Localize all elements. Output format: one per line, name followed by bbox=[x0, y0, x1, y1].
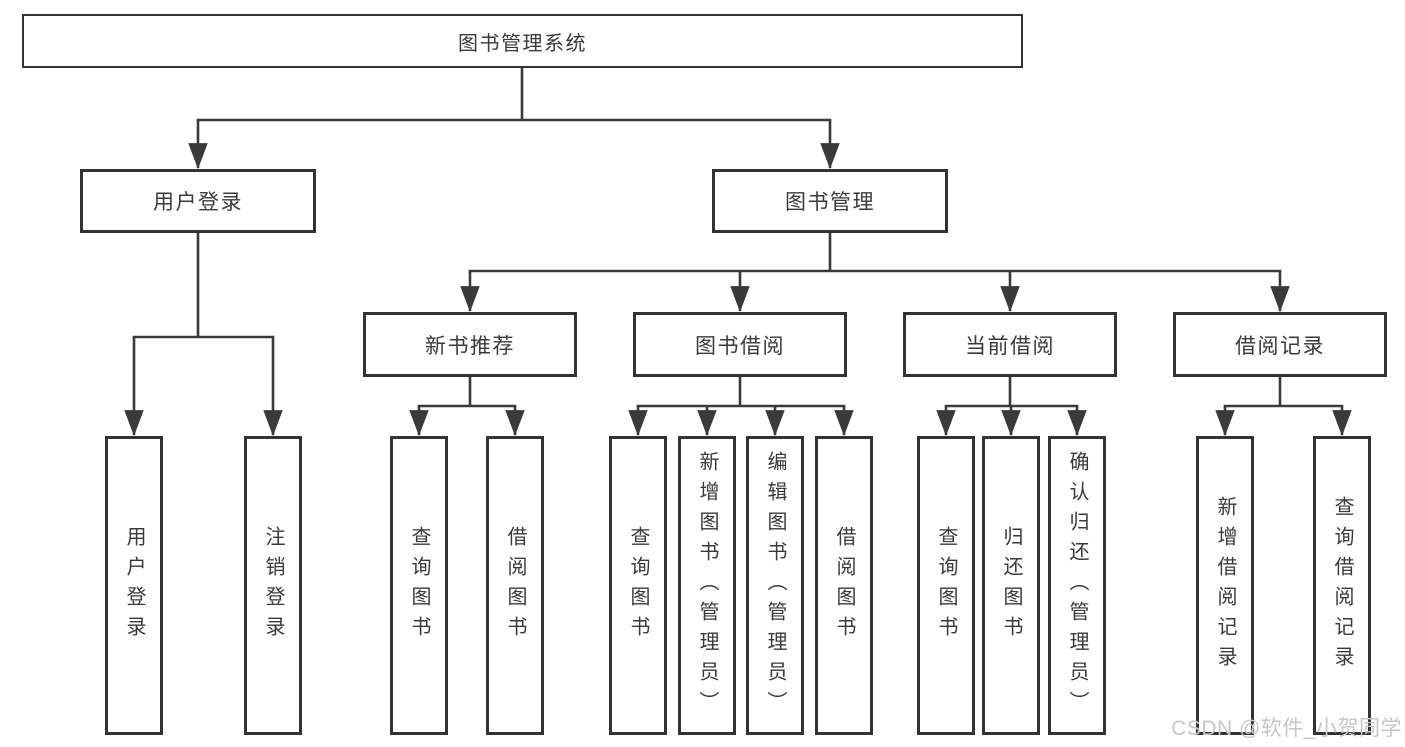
leaf-logout-label: 注销登录 bbox=[262, 525, 284, 646]
leaf-logout: 注销登录 bbox=[244, 436, 302, 735]
leaf-edit-book-admin-label: 编辑图书（管理员） bbox=[764, 450, 786, 721]
leaf-borrow-books-borrowing-label: 借阅图书 bbox=[833, 525, 855, 646]
node-root: 图书管理系统 bbox=[22, 14, 1023, 68]
watermark-text: CSDN @软件_小贺同学 bbox=[1171, 717, 1402, 740]
leaf-query-books-borrowing-label: 查询图书 bbox=[627, 525, 649, 646]
node-book-borrowing: 图书借阅 bbox=[633, 312, 847, 377]
leaf-add-borrow-record-label: 新增借阅记录 bbox=[1214, 495, 1236, 676]
leaf-borrow-books-borrowing: 借阅图书 bbox=[815, 436, 873, 735]
leaf-return-books: 归还图书 bbox=[982, 436, 1040, 735]
leaf-query-books-current-label: 查询图书 bbox=[935, 525, 957, 646]
leaf-user-login: 用户登录 bbox=[105, 436, 163, 735]
node-book-management: 图书管理 bbox=[712, 169, 948, 233]
leaf-return-books-label: 归还图书 bbox=[1000, 525, 1022, 646]
node-current-borrowing: 当前借阅 bbox=[903, 312, 1117, 377]
leaf-add-borrow-record: 新增借阅记录 bbox=[1196, 436, 1254, 735]
leaf-confirm-return-admin: 确认归还（管理员） bbox=[1048, 436, 1106, 735]
leaf-user-login-label: 用户登录 bbox=[123, 525, 145, 646]
node-new-book-recommend: 新书推荐 bbox=[363, 312, 577, 377]
leaf-query-books-borrowing: 查询图书 bbox=[609, 436, 667, 735]
leaf-borrow-books-recommend: 借阅图书 bbox=[486, 436, 544, 735]
leaf-add-book-admin: 新增图书（管理员） bbox=[678, 436, 736, 735]
leaf-query-borrow-record-label: 查询借阅记录 bbox=[1331, 495, 1353, 676]
leaf-add-book-admin-label: 新增图书（管理员） bbox=[696, 450, 718, 721]
leaf-query-books-recommend: 查询图书 bbox=[390, 436, 448, 735]
node-borrowing-records: 借阅记录 bbox=[1173, 312, 1387, 377]
leaf-query-borrow-record: 查询借阅记录 bbox=[1313, 436, 1371, 735]
node-user-login: 用户登录 bbox=[80, 169, 316, 233]
leaf-edit-book-admin: 编辑图书（管理员） bbox=[746, 436, 804, 735]
leaf-borrow-books-recommend-label: 借阅图书 bbox=[504, 525, 526, 646]
leaf-query-books-current: 查询图书 bbox=[917, 436, 975, 735]
leaf-query-books-recommend-label: 查询图书 bbox=[408, 525, 430, 646]
leaf-confirm-return-admin-label: 确认归还（管理员） bbox=[1066, 450, 1088, 721]
